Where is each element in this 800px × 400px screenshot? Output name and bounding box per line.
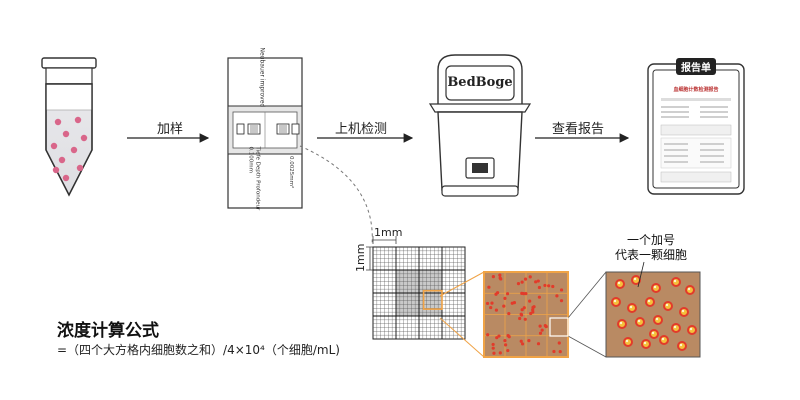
counting-slide [227,57,303,209]
device-brand: BedBoge [447,75,513,90]
counting-grid [372,246,466,340]
tube-cell [70,146,78,154]
report-clipboard [647,58,745,195]
slide-depth-area: Tiefe Depth Profondeur 0.100mm 0.0025mm² [238,147,298,211]
step-label-add-sample: 加样 [157,122,184,137]
formula-title: 浓度计算公式 [57,321,159,341]
slide-brand-area: Neubauer improved [238,48,284,108]
tube-cell [54,118,62,126]
zoom-connector-lines [439,271,485,358]
tube-cell [62,174,70,182]
microscope-view [483,271,569,358]
slide-depth-text: Tiefe Depth Profondeur 0.100mm [248,146,261,211]
report-header: 报告单 [681,63,711,74]
grid-dim-horizontal: 1mm [374,226,403,239]
tube-cell [74,116,82,124]
tube-cell [80,134,88,142]
sample-tube [41,57,97,197]
zoom-connector-lines-2 [567,271,607,358]
grid-dim-vertical: 1mm [354,243,367,272]
zoom-dashed-curve [299,145,373,246]
cell-marker-note-line1: 一个加号 [626,233,675,247]
formula-text: =（四个大方格内细胞数之和）/4×10⁴（个细胞/mL) [57,343,340,357]
cell-marker-note: 一个加号 代表一颗细胞 [605,233,697,263]
counter-device [428,54,532,197]
tube-cell [62,130,70,138]
slide-area-text: 0.0025mm² [288,156,294,189]
tube-cells [50,116,88,182]
slide-brand-text: Neubauer improved [258,47,266,108]
step-label-view-report: 查看报告 [552,122,605,137]
grid-highlight-square [422,289,443,310]
step-label-machine-test: 上机检测 [335,122,388,137]
cell-marker-note-line2: 代表一颗细胞 [614,248,687,262]
tube-cell [76,164,84,172]
tube-cell [52,166,60,174]
grid-dimension-lines [366,236,397,271]
tube-cell [58,156,66,164]
callout-line [637,261,645,288]
zoomed-cell-view [605,271,701,358]
report-title: 血细胞计数检测报告 [673,87,719,93]
zoom-selection-box [549,317,569,337]
tube-cell [50,142,58,150]
